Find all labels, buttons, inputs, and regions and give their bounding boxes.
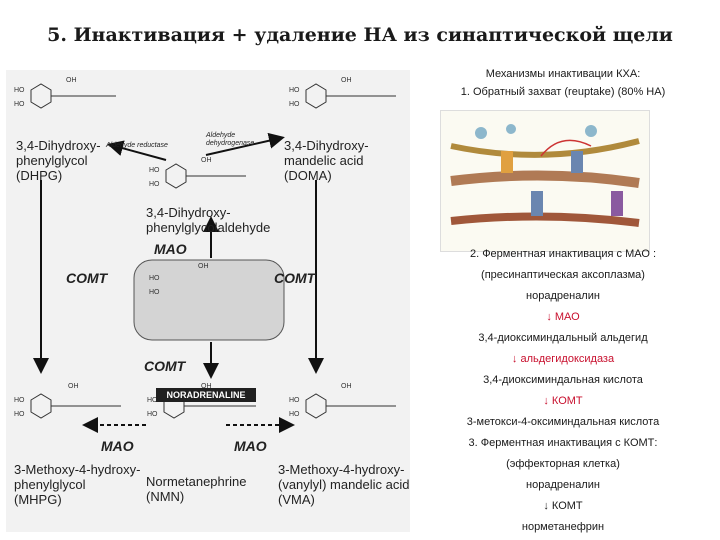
ring-doma bbox=[305, 83, 327, 109]
mao-product-acid: 3,4-диоксиминдальная кислота bbox=[483, 374, 643, 386]
svg-text:OH: OH bbox=[66, 77, 77, 84]
svg-text:HO: HO bbox=[149, 181, 160, 188]
svg-text:HO: HO bbox=[14, 101, 25, 108]
enzyme-mao-top: MAO bbox=[154, 241, 187, 257]
svg-text:HO: HO bbox=[149, 289, 160, 296]
mao-substrate: норадреналин bbox=[526, 290, 600, 302]
comt-location: (эффекторная клетка) bbox=[506, 458, 620, 470]
ring-aldehyde bbox=[165, 163, 187, 189]
label-mhpg: 3-Methoxy-4-hydroxy- phenylglycol (MHPG) bbox=[14, 462, 141, 507]
ring-mhpg bbox=[30, 393, 52, 419]
label-dhpg: 3,4-Dihydroxy- phenylglycol (DHPG) bbox=[16, 138, 101, 183]
comt-product: норметанефрин bbox=[521, 521, 605, 533]
synapse-graphic bbox=[450, 124, 640, 227]
metabolism-diagram: HO HO OH HO HO OH HO HO OH HO HO OH HO HO OH HO HO O… bbox=[6, 70, 410, 532]
aldehyde-oxidase-step: ↓ альдегидоксидаза bbox=[511, 353, 615, 365]
mechanism-comt: 3. Ферментная инактивация с КОМТ: bbox=[468, 437, 658, 449]
svg-text:OH: OH bbox=[68, 383, 79, 390]
enzyme-mao-right: MAO bbox=[234, 438, 267, 454]
mechanism-mao: 2. Ферментная инактивация с МАО : bbox=[469, 248, 657, 260]
label-doma: 3,4-Dihydroxy- mandelic acid (DOMA) bbox=[284, 138, 369, 183]
label-aldehyde: 3,4-Dihydroxy- phenylglycolaldehyde bbox=[146, 205, 271, 235]
svg-text:HO: HO bbox=[289, 87, 300, 94]
mao-product-aldehyde: 3,4-диоксиминдальный альдегид bbox=[478, 332, 648, 344]
comt-enzyme-step-1: ↓ КОМТ bbox=[543, 395, 583, 407]
mao-location: (пресинаптическая аксоплазма) bbox=[481, 269, 645, 281]
svg-text:HO: HO bbox=[147, 397, 158, 404]
enzyme-comt-mid: COMT bbox=[144, 358, 186, 374]
ring-dhpg bbox=[30, 83, 52, 109]
label-aldehyde-reductase: Aldehyde reductase bbox=[106, 142, 168, 149]
label-vma: 3-Methoxy-4-hydroxy- (vanylyl) mandelic … bbox=[278, 462, 410, 507]
svg-text:HO: HO bbox=[149, 167, 160, 174]
enzyme-comt-left: COMT bbox=[66, 270, 108, 286]
label-aldehyde-dehydrogenase: Aldehyde dehydrogenase bbox=[206, 132, 255, 147]
enzyme-comt-right: COMT bbox=[274, 270, 316, 286]
label-nmn: Normetanephrine (NMN) bbox=[146, 474, 247, 504]
comt-enzyme-step-2: ↓ КОМТ bbox=[543, 500, 583, 512]
noradrenaline-box bbox=[133, 259, 285, 341]
enzyme-mao-left: MAO bbox=[101, 438, 134, 454]
svg-text:HO: HO bbox=[289, 397, 300, 404]
synapse-illustration bbox=[440, 110, 650, 252]
comt-product-acid: 3-метокси-4-оксиминдальная кислота bbox=[466, 416, 660, 428]
svg-text:OH: OH bbox=[198, 263, 209, 270]
mechanism-reuptake: 1. Обратный захват (reuptake) (80% НА) bbox=[460, 86, 666, 98]
svg-text:OH: OH bbox=[201, 157, 212, 164]
panel-heading: Механизмы инактивации КХА: bbox=[485, 68, 641, 80]
svg-text:HO: HO bbox=[14, 87, 25, 94]
slide-title: 5. Инактивация + удаление НА из синаптич… bbox=[47, 24, 673, 46]
pathway-graphics: HO HO OH HO HO OH HO HO OH HO HO OH HO HO OH HO HO O… bbox=[14, 77, 396, 433]
svg-text:HO: HO bbox=[149, 275, 160, 282]
svg-text:OH: OH bbox=[201, 383, 212, 390]
svg-text:HO: HO bbox=[14, 397, 25, 404]
svg-text:HO: HO bbox=[147, 411, 158, 418]
mao-enzyme-step: ↓ МАО bbox=[546, 311, 580, 323]
svg-text:HO: HO bbox=[289, 101, 300, 108]
svg-text:HO: HO bbox=[14, 411, 25, 418]
svg-text:HO: HO bbox=[289, 411, 300, 418]
comt-substrate: норадреналин bbox=[526, 479, 600, 491]
svg-text:OH: OH bbox=[341, 77, 352, 84]
svg-text:OH: OH bbox=[341, 383, 352, 390]
noradrenaline-label: NORADRENALINE bbox=[156, 388, 256, 402]
ring-vma bbox=[305, 393, 327, 419]
